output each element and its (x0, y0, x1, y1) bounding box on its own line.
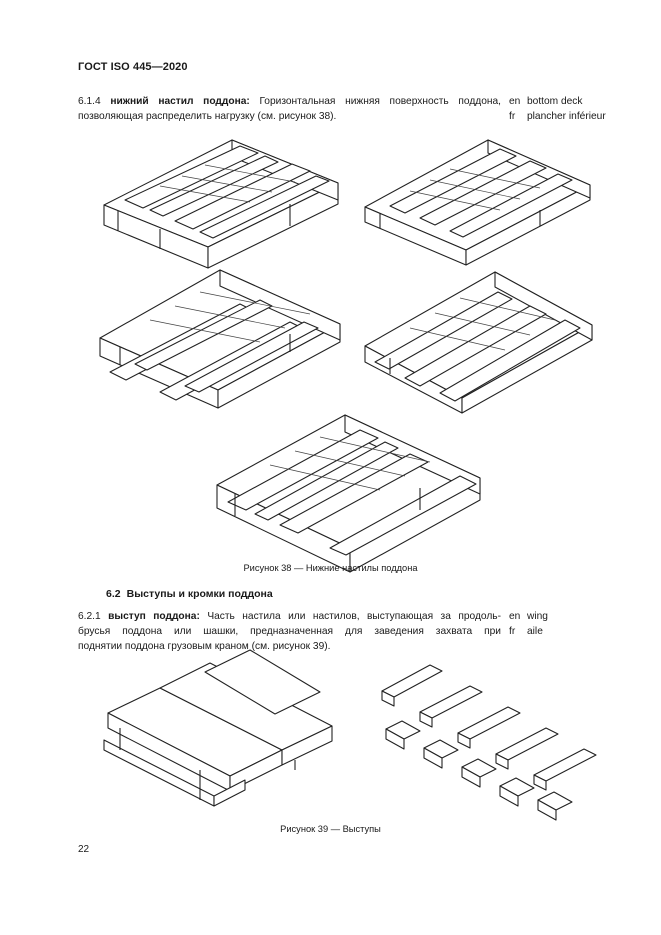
term-definition-part: Горизонтальная нижняя поверхность поддон… (259, 96, 501, 107)
wing-pallet-drawing-right (381, 664, 597, 821)
section-number: 6.2 (106, 588, 121, 600)
page-number: 22 (78, 844, 90, 855)
term-name: нижний настил поддона: (110, 96, 250, 107)
document-header: ГОСТ ISO 445—2020 (78, 61, 188, 73)
term-name: выступ поддона: (108, 611, 200, 622)
translation-fr: aile (527, 626, 543, 637)
term-translations-bottom-deck: en bottom deck fr plancher inférieur (509, 94, 606, 124)
pallet-drawing-3 (99, 269, 341, 409)
term-definition-line: позволяющая распределить нагрузку (см. р… (78, 111, 337, 122)
lang-code-en: en (509, 611, 521, 622)
term-number: 6.2.1 (78, 611, 101, 622)
term-definition-line: поднятии поддона грузовым краном (см. ри… (78, 641, 331, 652)
figure-38-caption: Рисунок 38 — Нижние настилы поддона (243, 563, 418, 573)
translation-en: wing (527, 611, 548, 622)
translation-fr: plancher inférieur (527, 111, 606, 122)
figure-39-caption: Рисунок 39 — Выступы (280, 824, 381, 834)
pallet-drawing-1 (103, 139, 339, 269)
term-definition-part: Часть настила или настилов, выступающая … (207, 611, 501, 622)
term-definition-line: брусья поддона или шашки, предназначенна… (78, 626, 501, 637)
term-entry-line: 6.1.4 нижний настил поддона: Горизонталь… (78, 94, 501, 109)
section-heading: 6.2 Выступы и кромки поддона (106, 588, 273, 600)
term-entry-bottom-deck: 6.1.4 нижний настил поддона: Горизонталь… (78, 94, 501, 124)
lang-code-fr: fr (509, 111, 516, 122)
term-entry-line: 6.2.1 выступ поддона: Часть настила или … (78, 609, 501, 624)
pallet-drawing-5 (216, 414, 481, 573)
term-number: 6.1.4 (78, 96, 101, 107)
pallet-drawing-4 (364, 271, 593, 414)
translation-en: bottom deck (527, 96, 583, 107)
wing-pallet-drawing-left (103, 649, 333, 807)
section-title: Выступы и кромки поддона (126, 588, 273, 600)
term-entry-wing: 6.2.1 выступ поддона: Часть настила или … (78, 609, 501, 654)
pallet-drawing-2 (364, 139, 591, 266)
lang-code-fr: fr (509, 626, 516, 637)
lang-code-en: en (509, 96, 521, 107)
